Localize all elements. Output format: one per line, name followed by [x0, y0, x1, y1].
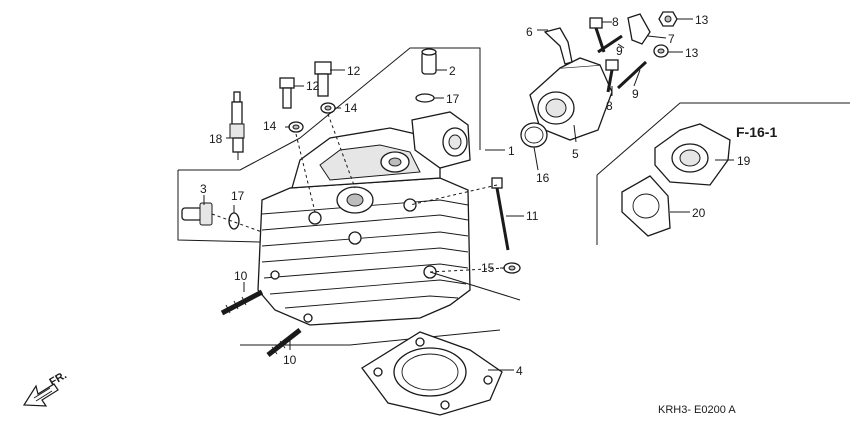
callout-labels: 1 2 3 4 5 6 7 8 8 9 9 10 10 11 12 12 13 …: [200, 13, 751, 378]
intake-pipe-5: [529, 57, 613, 141]
stud-10-lower: [266, 328, 302, 357]
frame-lines: [177, 47, 850, 346]
stud-9-b: [616, 60, 648, 90]
callout-9-a: 9: [616, 44, 623, 58]
front-arrow-icon: [22, 383, 59, 407]
callout-5: 5: [572, 147, 579, 161]
gasket-20: [621, 175, 671, 237]
bolt-8-mid: [605, 59, 619, 93]
callout-11: 11: [526, 209, 539, 223]
callout-10-upper: 10: [234, 269, 248, 283]
plug-3: [181, 202, 213, 226]
callout-4: 4: [516, 364, 523, 378]
callout-8-top: 8: [612, 15, 619, 29]
callout-7: 7: [668, 32, 675, 46]
dowel-pin-2: [421, 48, 437, 75]
clamp-6: [543, 27, 573, 65]
callout-14-right: 14: [344, 101, 358, 115]
nut-13-top: [658, 11, 678, 27]
nut-13-bottom: [653, 44, 669, 58]
bolt-8-top: [589, 17, 606, 53]
bolt-11: [491, 177, 510, 251]
callout-15: 15: [481, 261, 495, 275]
callout-16: 16: [536, 171, 550, 185]
callout-17-top: 17: [446, 92, 460, 106]
callout-10-lower: 10: [283, 353, 297, 367]
spark-plug: [229, 91, 245, 160]
callout-9-b: 9: [632, 87, 639, 101]
callout-12-right: 12: [347, 64, 361, 78]
callout-8-mid: 8: [606, 99, 613, 113]
insulator-19: [654, 123, 731, 186]
o-ring-17-top: [415, 93, 435, 103]
stud-9-a: [597, 34, 623, 54]
bolt-12-left: [279, 77, 295, 109]
callout-18: 18: [209, 132, 223, 146]
callout-12-left: 12: [306, 79, 320, 93]
washer-15: [503, 262, 521, 274]
drawing-code: KRH3- E0200 A: [658, 404, 736, 416]
cylinder-head: [257, 111, 471, 326]
callout-19: 19: [737, 154, 751, 168]
callout-2: 2: [449, 64, 456, 78]
washers-14: [288, 102, 336, 133]
callout-17-left: 17: [231, 189, 245, 203]
stud-10-upper: [220, 289, 264, 316]
o-ring-16: [520, 122, 548, 148]
section-reference-label: F-16-1: [736, 124, 777, 140]
callout-1: 1: [508, 144, 515, 158]
bracket-7: [627, 13, 651, 45]
bolt-12-right: [314, 61, 332, 97]
callout-14-left: 14: [263, 119, 277, 133]
front-marker-label: FR.: [48, 369, 69, 388]
leader-lines: [203, 18, 734, 371]
callout-13-bottom: 13: [685, 46, 699, 60]
callout-6: 6: [526, 25, 533, 39]
callout-13-top: 13: [695, 13, 709, 27]
head-gasket-4: [361, 331, 503, 416]
callout-20: 20: [692, 206, 706, 220]
callout-3: 3: [200, 182, 207, 196]
